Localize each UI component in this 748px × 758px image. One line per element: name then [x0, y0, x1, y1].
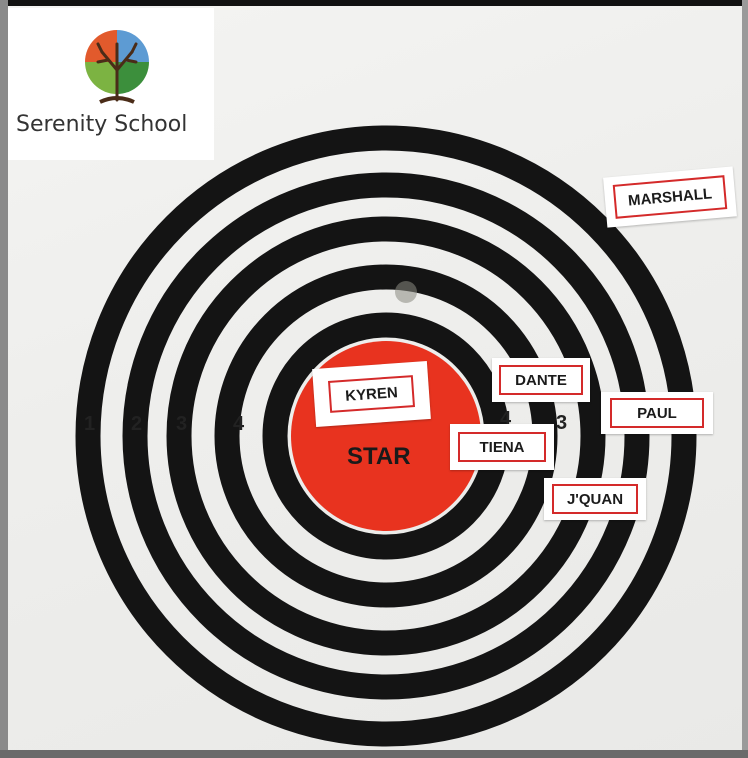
star-label: STAR [347, 443, 411, 470]
ring-number-2: 2 [131, 413, 143, 435]
name-card-tiena[interactable]: TIENA [450, 424, 554, 470]
ring-number-3: 3 [176, 413, 188, 435]
name-card-kyren-label: KYREN [327, 375, 416, 413]
tree-logo-icon [85, 30, 149, 104]
school-name: Serenity School [16, 112, 188, 137]
name-card-paul[interactable]: PAUL [601, 392, 713, 434]
name-card-jquan[interactable]: J'QUAN [544, 478, 646, 520]
ring-1 [75, 125, 697, 747]
logo-card: Serenity School [8, 8, 214, 160]
name-card-paul-label: PAUL [610, 398, 704, 428]
ring-number-4-right: 4 [500, 408, 512, 430]
frame-left-edge [0, 0, 8, 758]
name-card-tiena-label: TIENA [458, 432, 546, 462]
name-card-marshall-label: MARSHALL [612, 175, 728, 219]
magnet-mark [395, 281, 417, 303]
ring-number-4: 4 [233, 413, 245, 435]
name-card-dante[interactable]: DANTE [492, 358, 590, 402]
frame-top-edge [0, 0, 748, 6]
frame-bottom-edge [0, 750, 748, 758]
ring-number-3-right: 3 [556, 412, 568, 434]
name-card-jquan-label: J'QUAN [552, 484, 638, 514]
frame-right-edge [742, 0, 748, 758]
ring-3 [166, 216, 606, 656]
name-card-dante-label: DANTE [499, 365, 583, 395]
ring-number-1: 1 [84, 413, 96, 435]
name-card-kyren[interactable]: KYREN [312, 361, 431, 427]
ring-2 [122, 172, 650, 700]
